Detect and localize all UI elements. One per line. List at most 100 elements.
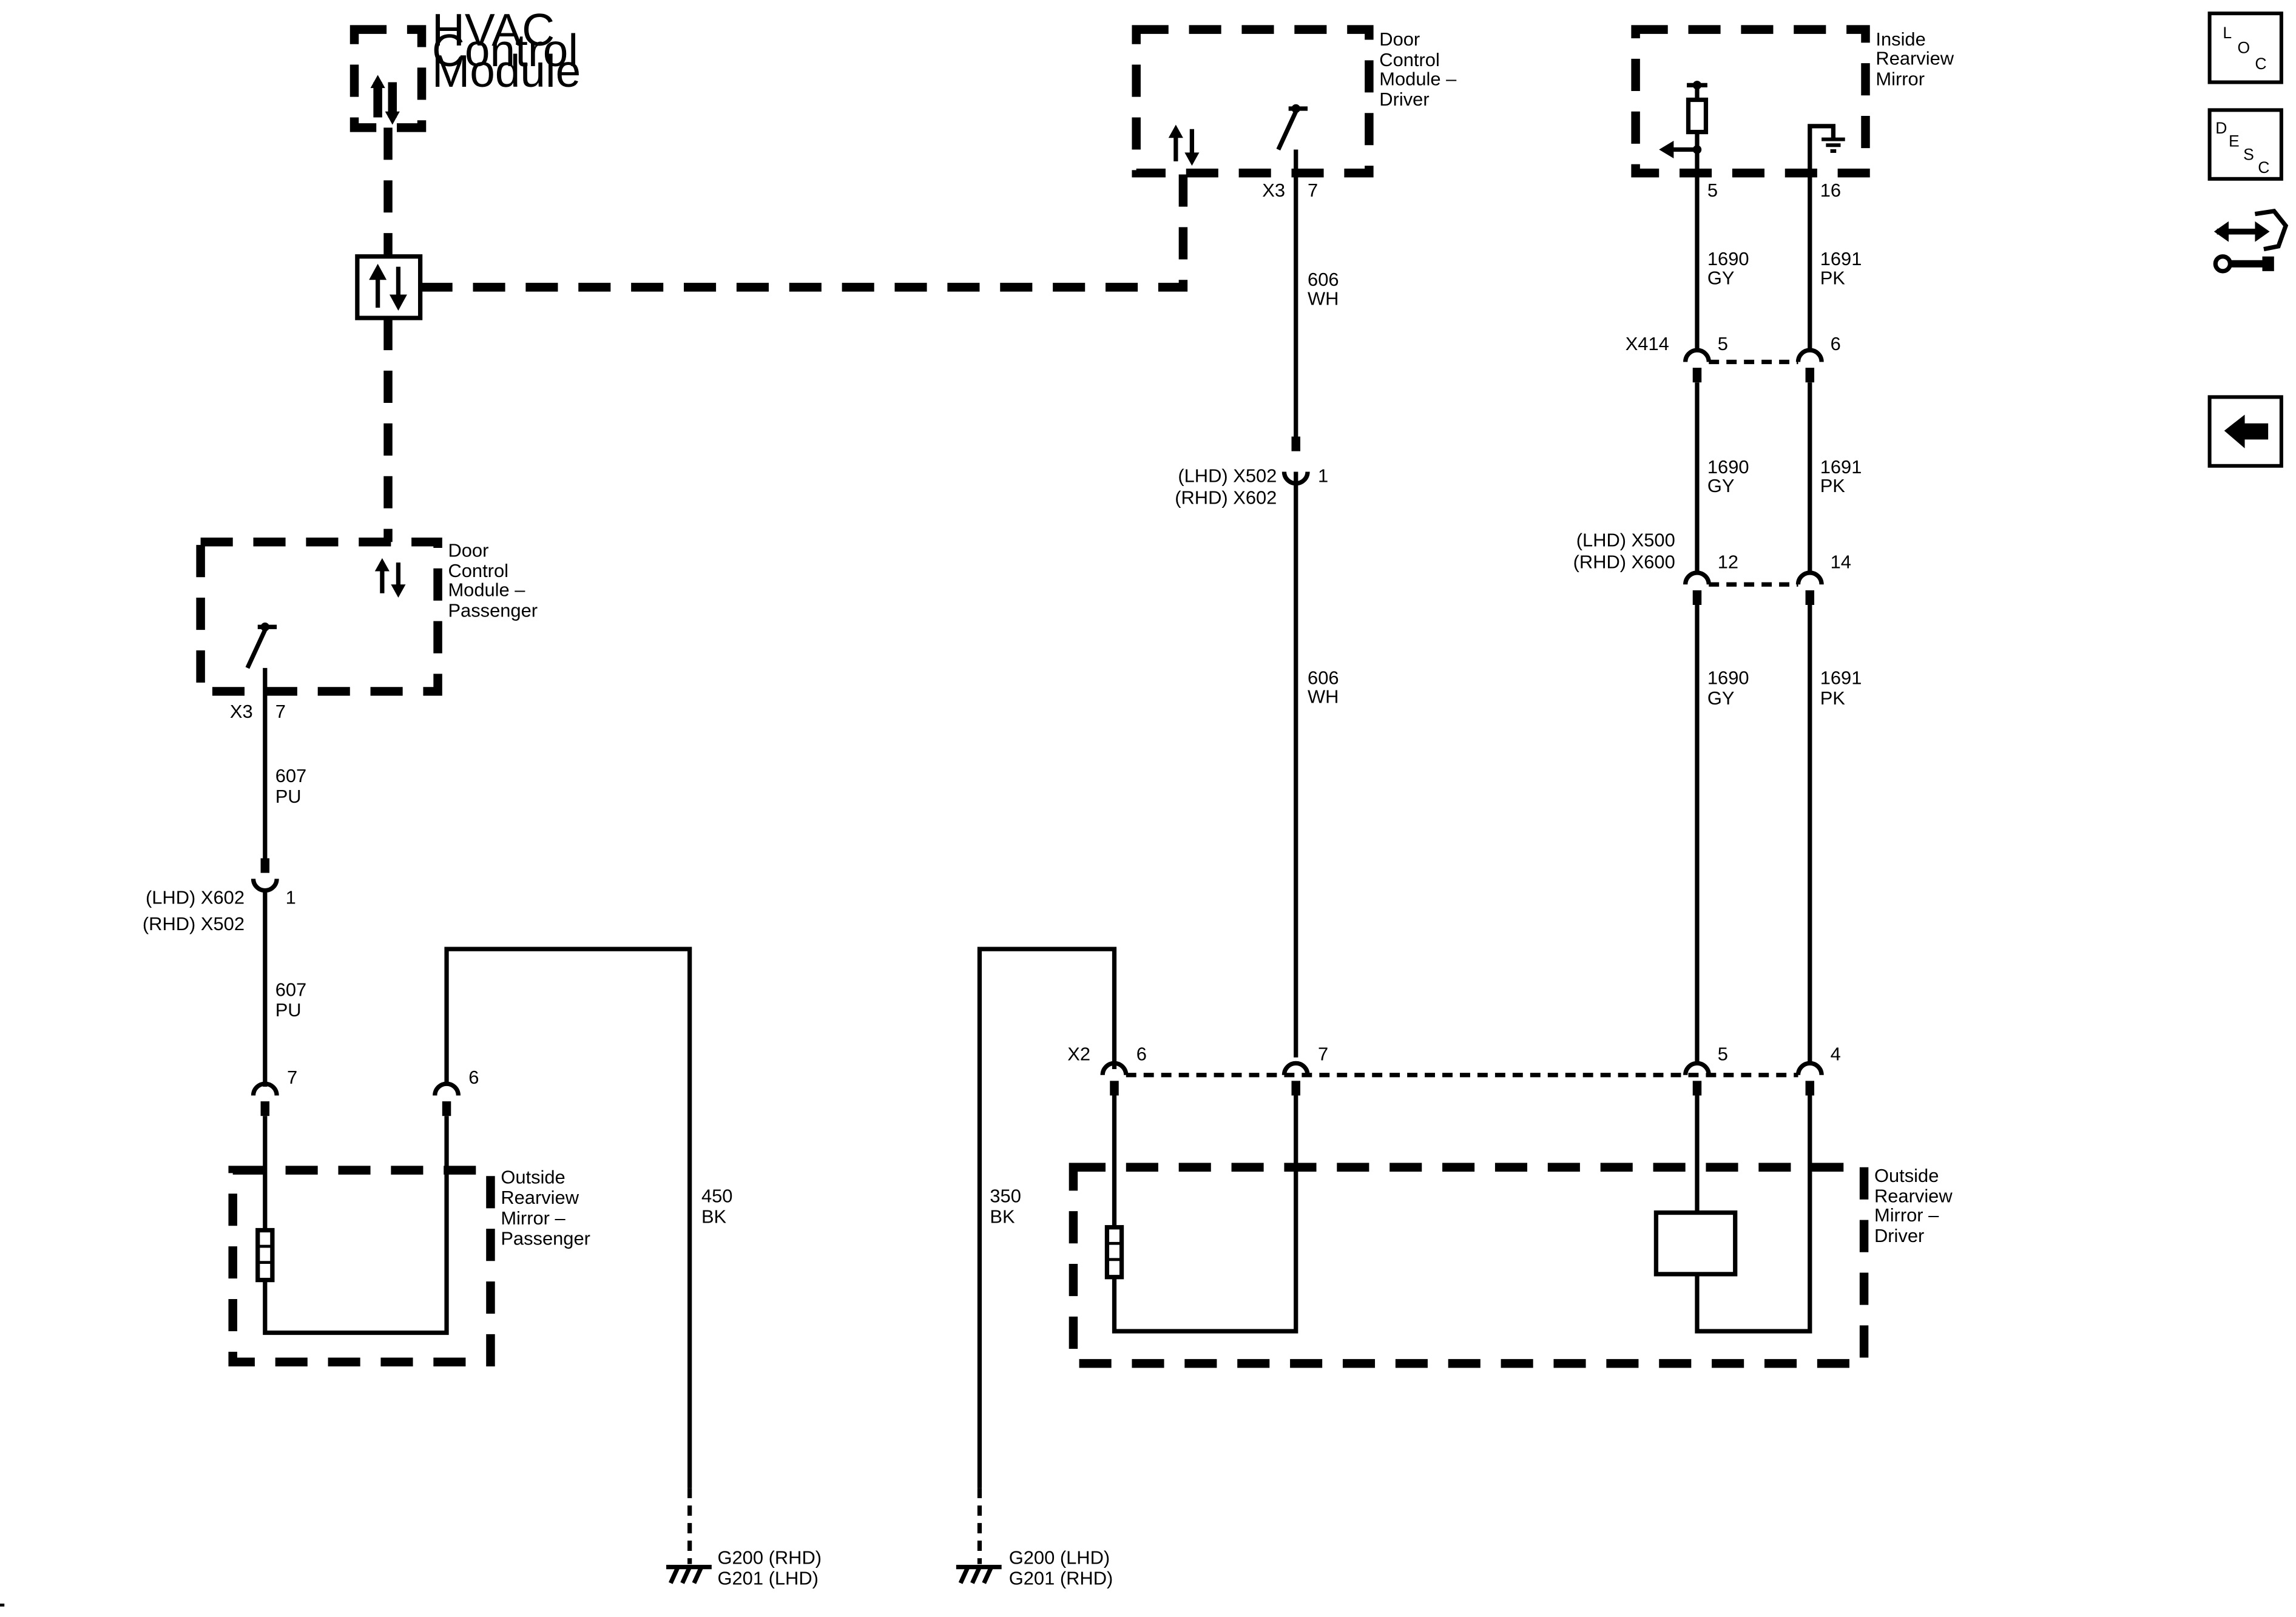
wire-606-color-a: WH [1308,288,1339,309]
dcm-passenger-label-1: Door [448,539,488,561]
inline-mirror-pin-12: 12 [1718,552,1738,573]
data-arrows-icon [370,75,400,125]
outside-mirror-driver: X2 6 7 5 4 Outside Rearview Mirror – Dri… [977,947,1953,1488]
orm-driver-label-2: Rearview [1874,1186,1953,1207]
circuit-1691: 1691 PK 1691 PK 1691 PK [1795,173,1862,1064]
x2-pin-6: 6 [1136,1044,1147,1065]
x414-pin-5: 5 [1718,333,1728,354]
back-arrow-icon [2224,414,2269,448]
desc-letter-c: C [2258,158,2269,177]
wire-1690-number-c: 1690 [1707,667,1749,688]
ground-right: G200 (LHD) G201 (RHD) [956,1488,1113,1589]
circuit-1690: 1690 GY 1690 GY 1690 GY [1683,173,1749,1064]
wire-450-color: BK [701,1206,727,1227]
desc-letter-d: D [2215,119,2227,137]
orm-passenger-label-4: Passenger [501,1228,590,1249]
ground-left-rhd: G200 (RHD) [718,1547,822,1568]
fuse-output-icon [1659,81,1709,174]
inline-driver-pin: 1 [1318,465,1328,486]
ground-left: G200 (RHD) G201 (LHD) [666,1488,822,1589]
wire-1690-number-b: 1690 [1707,456,1749,478]
outside-mirror-passenger: Outside Rearview Mirror – Passenger 450 … [228,947,733,1488]
wire-606-number-a: 606 [1308,269,1339,290]
inside-mirror-label-1: Inside [1876,29,1925,50]
dcm-passenger-conn-label: X3 [230,701,253,722]
dcm-driver-label-2: Control [1379,49,1440,70]
ground-left-lhd: G201 (LHD) [718,1568,819,1589]
wire-350-color: BK [990,1206,1015,1227]
inline-mirror-lhd: (LHD) X500 [1576,530,1675,551]
orm-passenger-label-3: Mirror – [501,1207,566,1229]
inside-mirror-label-2: Rearview [1876,48,1954,69]
heater-element-icon [255,1227,275,1283]
wire-606-color-b: WH [1308,686,1339,707]
inline-passenger-pin: 1 [286,886,296,908]
loc-letter-c: C [2255,55,2266,73]
wire-607-number-a: 607 [275,765,307,786]
desc-letter-s: S [2243,145,2254,163]
orm-driver-label-1: Outside [1874,1165,1939,1186]
dcm-passenger-pin-label: 7 [275,701,286,722]
wire-607-color-b: PU [275,999,302,1021]
inside-mirror-pin-16: 16 [1820,180,1841,201]
inline-passenger-lhd: (LHD) X602 [146,886,245,908]
inline-mirror-rhd: (RHD) X600 [1573,552,1675,573]
service-tools-icon[interactable] [2213,208,2289,274]
wire-1691-color-a: PK [1820,268,1846,289]
inside-mirror-label-3: Mirror [1876,68,1925,89]
desc-button[interactable]: D E S C [2207,108,2283,181]
switch-icon [1276,104,1308,174]
x2-label: X2 [1067,1044,1090,1065]
heater-element-icon [1104,1225,1124,1280]
dcm-passenger-label-4: Passenger [448,599,538,621]
wire-606-number-b: 606 [1308,667,1339,688]
data-splice-box [355,254,423,320]
door-control-module-driver: Door Control Module – Driver X3 7 [1132,25,1457,201]
switch-icon [245,623,277,692]
back-arrow-button[interactable] [2207,395,2283,468]
desc-letter-e: E [2229,132,2240,150]
dcm-driver-pin-label: 7 [1308,180,1318,201]
wire-450-number: 450 [701,1186,733,1207]
inline-passenger-rhd: (RHD) X502 [143,913,245,934]
x414-label: X414 [1626,333,1669,354]
orm-passenger-pin-7: 7 [287,1067,297,1088]
dcm-driver-label-4: Driver [1379,89,1429,110]
loc-button[interactable]: L O C [2207,12,2283,84]
x414-pin-6: 6 [1831,333,1841,354]
dcm-passenger-label-3: Module – [448,579,525,601]
serial-data-bus [355,127,1188,542]
inline-driver-lhd: (LHD) X502 [1178,465,1277,486]
inline-driver-rhd: (RHD) X602 [1175,487,1277,508]
electrochromic-element [1653,1210,1738,1277]
data-arrows-icon [1168,124,1200,166]
wire-1691-number-b: 1691 [1820,456,1862,478]
orm-passenger-pin-6: 6 [468,1067,479,1088]
inline-mirror-pin-14: 14 [1831,552,1851,573]
hvac-control-module: HVAC Control Module [349,4,581,132]
hvac-label-line-2: Control [432,25,578,76]
loc-letter-l: L [2223,24,2232,42]
dcm-driver-label-3: Module – [1379,68,1457,89]
connector-x500-x600: (LHD) X500 (RHD) X600 12 14 [1573,530,1851,587]
ground-right-lhd: G200 (LHD) [1009,1547,1110,1568]
loc-letter-o: O [2237,38,2250,56]
orm-driver-label-3: Mirror – [1874,1204,1939,1226]
data-arrows-icon [374,558,406,598]
orm-passenger-label-1: Outside [501,1166,565,1187]
wire-1691-color-b: PK [1820,475,1846,496]
hvac-label-line-3: Module [432,46,581,96]
wire-1691-color-c: PK [1820,687,1846,709]
inside-mirror-pin-5: 5 [1707,180,1718,201]
ground-icon [1808,124,1845,174]
inside-rearview-mirror: Inside Rearview Mirror 5 16 [1631,25,1954,201]
x2-pin-4: 4 [1831,1044,1841,1065]
wire-607-color-a: PU [275,786,302,807]
wire-1690-color-c: GY [1707,687,1735,709]
wire-1690-color-a: GY [1707,268,1735,289]
wire-1690-color-b: GY [1707,475,1735,496]
orm-passenger-label-2: Rearview [501,1187,579,1208]
wire-1691-number-a: 1691 [1820,248,1862,269]
dcm-driver-label-1: Door [1379,29,1420,50]
